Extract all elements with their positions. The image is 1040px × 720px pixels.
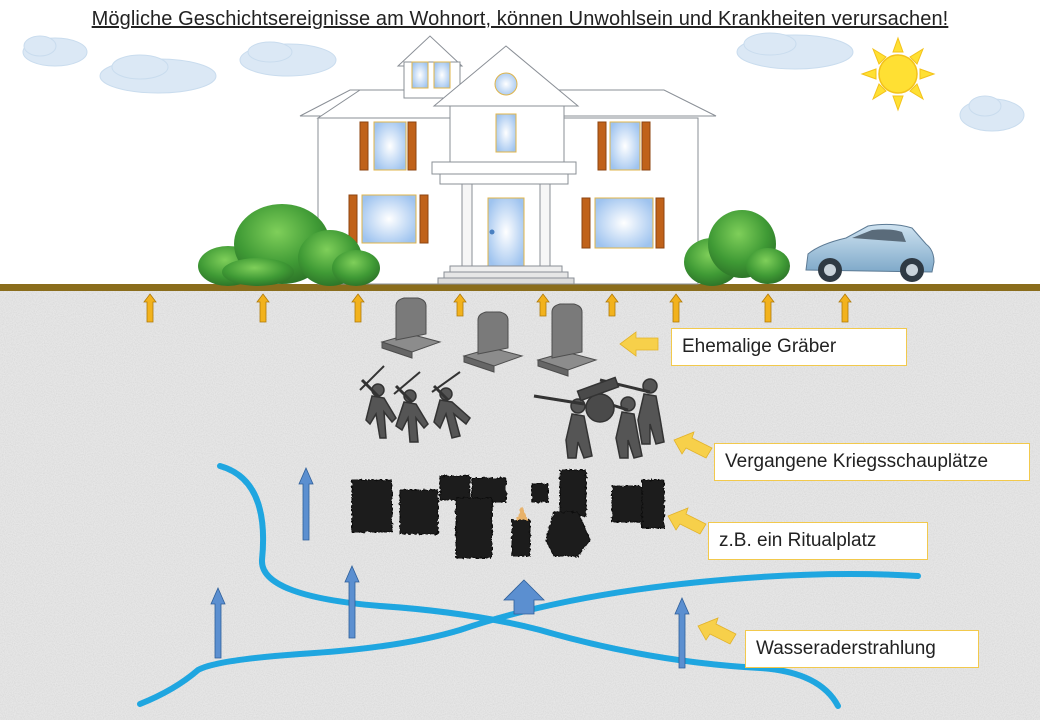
pointer-arrow-ritual xyxy=(667,507,707,535)
car-icon xyxy=(805,223,935,282)
label-pointer-arrows xyxy=(619,331,737,645)
label-ritual: z.B. ein Ritualplatz xyxy=(708,522,928,560)
gravestone-icon xyxy=(380,297,598,377)
page-title: Mögliche Geschichtsereignisse am Wohnort… xyxy=(91,8,949,30)
label-water: Wasseraderstrahlung xyxy=(745,630,979,668)
soldiers-rifle-icon xyxy=(533,376,665,459)
label-graves: Ehemalige Gräber xyxy=(671,328,907,366)
ground-radiation-arrows xyxy=(143,293,852,323)
ritual-stones-icon xyxy=(351,469,665,559)
house xyxy=(299,35,717,285)
pointer-arrow-graves xyxy=(619,331,659,357)
pointer-arrow-battlefields xyxy=(673,431,713,459)
cloud-icon xyxy=(22,32,1025,132)
bush-left xyxy=(198,204,380,286)
bush-right xyxy=(684,210,790,286)
water-radiation-arrows xyxy=(210,467,690,669)
soldiers-melee-icon xyxy=(359,365,471,443)
label-battlefields: Vergangene Kriegsschauplätze xyxy=(714,443,1030,481)
ground-line xyxy=(0,284,1040,291)
pointer-arrow-water xyxy=(697,617,737,645)
sun-icon xyxy=(860,36,936,112)
